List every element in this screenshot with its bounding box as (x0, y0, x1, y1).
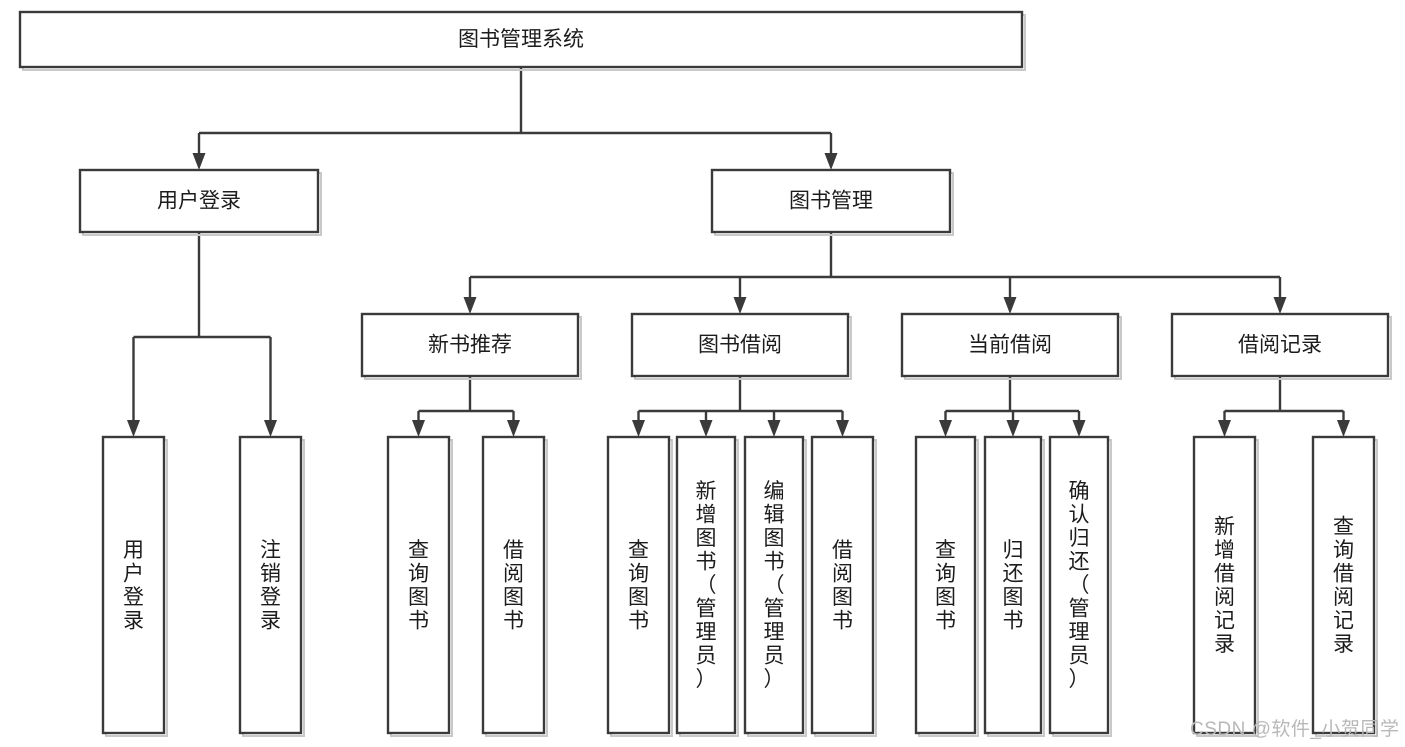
node-label: 借阅图书 (503, 539, 524, 633)
node-border (710, 168, 952, 234)
node-label: 用户登录 (123, 539, 144, 633)
node-label: 用户登录 (157, 190, 241, 213)
node-borrow-record[interactable]: 借阅记录 (1170, 312, 1392, 380)
node-root[interactable]: 图书管理系统 (18, 10, 1026, 71)
node-border (810, 435, 875, 735)
node-label: 编辑图书（管理员） (764, 480, 785, 691)
node-label: 当前借阅 (968, 334, 1052, 357)
node-br-add-record[interactable]: 新增借阅记录 (1192, 435, 1259, 737)
node-border (983, 435, 1043, 735)
node-border (675, 435, 737, 735)
node-new-book-recommend[interactable]: 新书推荐 (360, 312, 582, 380)
node-border (914, 435, 977, 735)
node-label: 图书管理 (789, 190, 873, 213)
node-label: 新增图书（管理员） (696, 480, 717, 691)
node-layer: 图书管理系统用户登录图书管理新书推荐图书借阅当前借阅借阅记录用户登录注销登录查询… (18, 10, 1392, 737)
node-bb-add-book[interactable]: 新增图书（管理员） (675, 435, 739, 737)
node-border (101, 435, 166, 735)
node-label: 图书借阅 (698, 334, 782, 357)
node-bb-edit-book[interactable]: 编辑图书（管理员） (743, 435, 807, 737)
node-cb-query-book[interactable]: 查询图书 (914, 435, 979, 737)
node-border (630, 312, 850, 378)
node-border (18, 10, 1024, 69)
node-label: 查询图书 (935, 539, 956, 633)
node-current-borrow[interactable]: 当前借阅 (900, 312, 1122, 380)
node-nbr-query-book[interactable]: 查询图书 (386, 435, 453, 737)
node-br-query-record[interactable]: 查询借阅记录 (1311, 435, 1378, 737)
node-label: 新增借阅记录 (1214, 515, 1235, 656)
node-label: 借阅记录 (1238, 334, 1322, 357)
node-user-logout-leaf[interactable]: 注销登录 (238, 435, 305, 737)
node-cb-return-book[interactable]: 归还图书 (983, 435, 1045, 737)
node-border (1311, 435, 1376, 735)
node-border (1048, 435, 1110, 735)
node-label: 归还图书 (1003, 539, 1024, 633)
node-label: 新书推荐 (428, 334, 512, 357)
node-bb-query-book[interactable]: 查询图书 (606, 435, 673, 737)
node-border (386, 435, 451, 735)
node-user-login-leaf[interactable]: 用户登录 (101, 435, 168, 737)
node-user-login[interactable]: 用户登录 (78, 168, 322, 236)
node-book-management[interactable]: 图书管理 (710, 168, 954, 236)
node-border (743, 435, 805, 735)
node-border (78, 168, 320, 234)
node-border (238, 435, 303, 735)
node-border (481, 435, 546, 735)
node-book-borrow[interactable]: 图书借阅 (630, 312, 852, 380)
node-nbr-borrow-book[interactable]: 借阅图书 (481, 435, 548, 737)
watermark-label: CSDN @软件_小贺同学 (1190, 719, 1400, 740)
node-border (900, 312, 1120, 378)
node-label: 查询借阅记录 (1333, 515, 1354, 656)
node-border (606, 435, 671, 735)
node-border (1192, 435, 1257, 735)
node-label: 确认归还（管理员） (1069, 480, 1090, 691)
node-label: 图书管理系统 (458, 28, 584, 51)
node-bb-borrow-book[interactable]: 借阅图书 (810, 435, 877, 737)
node-label: 借阅图书 (832, 539, 853, 633)
node-border (360, 312, 580, 378)
node-label: 查询图书 (628, 539, 649, 633)
node-label: 查询图书 (408, 539, 429, 633)
node-border (1170, 312, 1390, 378)
node-label: 注销登录 (260, 539, 281, 633)
node-cb-confirm-return[interactable]: 确认归还（管理员） (1048, 435, 1112, 737)
connector-layer (127, 67, 1350, 437)
